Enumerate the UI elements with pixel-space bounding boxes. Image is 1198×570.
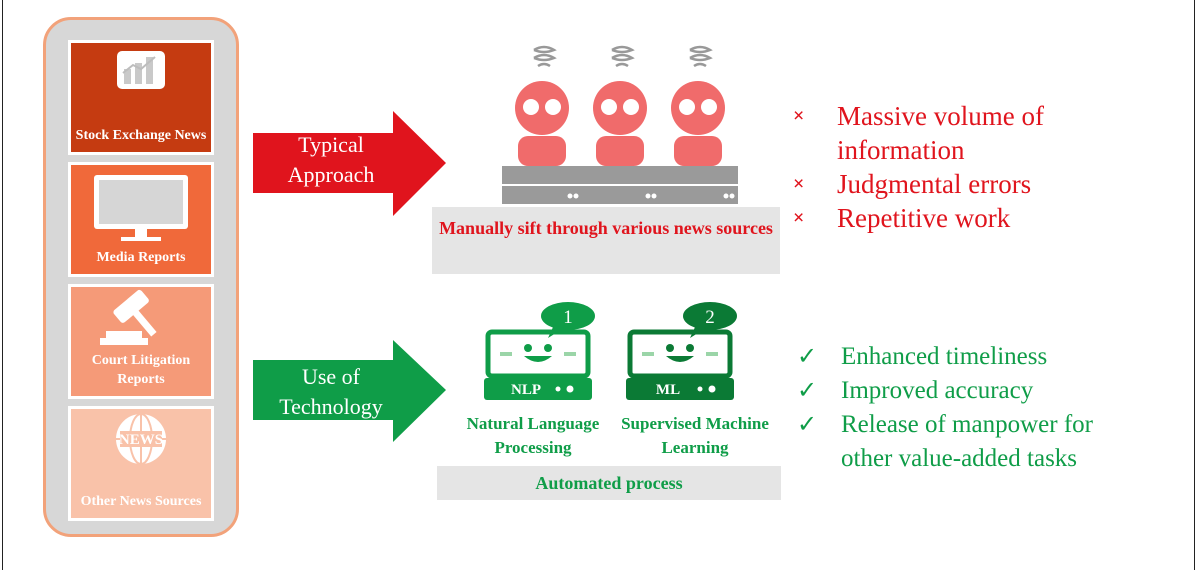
check-icon: ✓ bbox=[797, 344, 818, 370]
source-label: Other News Sources bbox=[80, 494, 202, 509]
ml-badge: ML bbox=[656, 382, 680, 398]
cross-icon: × bbox=[793, 173, 805, 195]
tool-number: 2 bbox=[705, 307, 715, 328]
news-sources-panel: Stock Exchange News Media Reports Court … bbox=[43, 17, 239, 537]
nlp-label: Natural Language Processing bbox=[466, 414, 600, 457]
issue-text: Judgmental errors bbox=[837, 169, 1032, 199]
nlp-badge: NLP bbox=[511, 382, 541, 398]
check-icon: ✓ bbox=[797, 378, 818, 404]
monitor-icon bbox=[94, 175, 188, 241]
frame-right-border bbox=[1194, 0, 1195, 570]
source-label: Stock Exchange News bbox=[75, 128, 207, 143]
manual-workers-illustration bbox=[502, 45, 738, 204]
source-tile-court-litigation: Court Litigation Reports bbox=[68, 284, 214, 399]
cross-icon: × bbox=[793, 105, 805, 127]
benefits-list: ✓ Enhanced timeliness ✓ Improved accurac… bbox=[797, 340, 1141, 476]
source-label: Court Litigation Reports bbox=[91, 353, 191, 387]
benefit-item: ✓ Enhanced timeliness bbox=[797, 340, 1141, 374]
benefit-item: ✓ Release of manpower for other value-ad… bbox=[797, 408, 1141, 476]
ml-label: Supervised Machine Learning bbox=[621, 414, 769, 457]
source-label: Media Reports bbox=[96, 250, 186, 265]
worker-robot bbox=[658, 45, 738, 204]
frame-left-border bbox=[2, 0, 3, 570]
issue-text: Massive volume of information bbox=[837, 101, 1044, 165]
benefit-item: ✓ Improved accuracy bbox=[797, 374, 1141, 408]
tool-number: 1 bbox=[563, 307, 573, 328]
source-tile-media-reports: Media Reports bbox=[68, 162, 214, 277]
issue-item: × Massive volume of information bbox=[793, 99, 1087, 167]
globe-news-text: NEWS bbox=[119, 432, 163, 448]
benefit-text: Release of manpower for other value-adde… bbox=[841, 411, 1093, 472]
benefit-text: Improved accuracy bbox=[841, 377, 1034, 404]
automated-process-box: Automated process bbox=[437, 466, 781, 500]
cross-icon: × bbox=[793, 207, 805, 229]
gavel-icon bbox=[100, 289, 157, 345]
issue-text: Repetitive work bbox=[837, 203, 1011, 233]
check-icon: ✓ bbox=[797, 412, 818, 438]
worker-robot bbox=[580, 45, 660, 204]
source-tile-other-news: NEWS Other News Sources bbox=[68, 406, 214, 521]
technology-bots-illustration: 1 NLP 2 ML bbox=[484, 302, 737, 400]
manual-process-label: Manually sift through various news sourc… bbox=[439, 218, 773, 238]
issues-list: × Massive volume of information × Judgme… bbox=[793, 99, 1087, 235]
nlp-bot-icon: 1 NLP bbox=[484, 302, 595, 400]
manual-process-box: Manually sift through various news sourc… bbox=[432, 207, 780, 274]
issue-item: × Judgmental errors bbox=[793, 167, 1087, 201]
benefit-text: Enhanced timeliness bbox=[841, 343, 1048, 370]
bar-chart-icon bbox=[117, 51, 165, 89]
automated-process-label: Automated process bbox=[535, 473, 683, 493]
worker-robot bbox=[502, 45, 582, 204]
globe-icon: NEWS bbox=[116, 413, 166, 465]
technology-arrow bbox=[253, 340, 446, 442]
technology-label: Use of Technology bbox=[279, 364, 383, 419]
issue-item: × Repetitive work bbox=[793, 201, 1087, 235]
ml-bot-icon: 2 ML bbox=[626, 302, 737, 400]
typical-approach-label: Typical Approach bbox=[287, 132, 375, 187]
source-tile-stock-exchange: Stock Exchange News bbox=[68, 40, 214, 155]
typical-approach-arrow bbox=[253, 111, 446, 216]
